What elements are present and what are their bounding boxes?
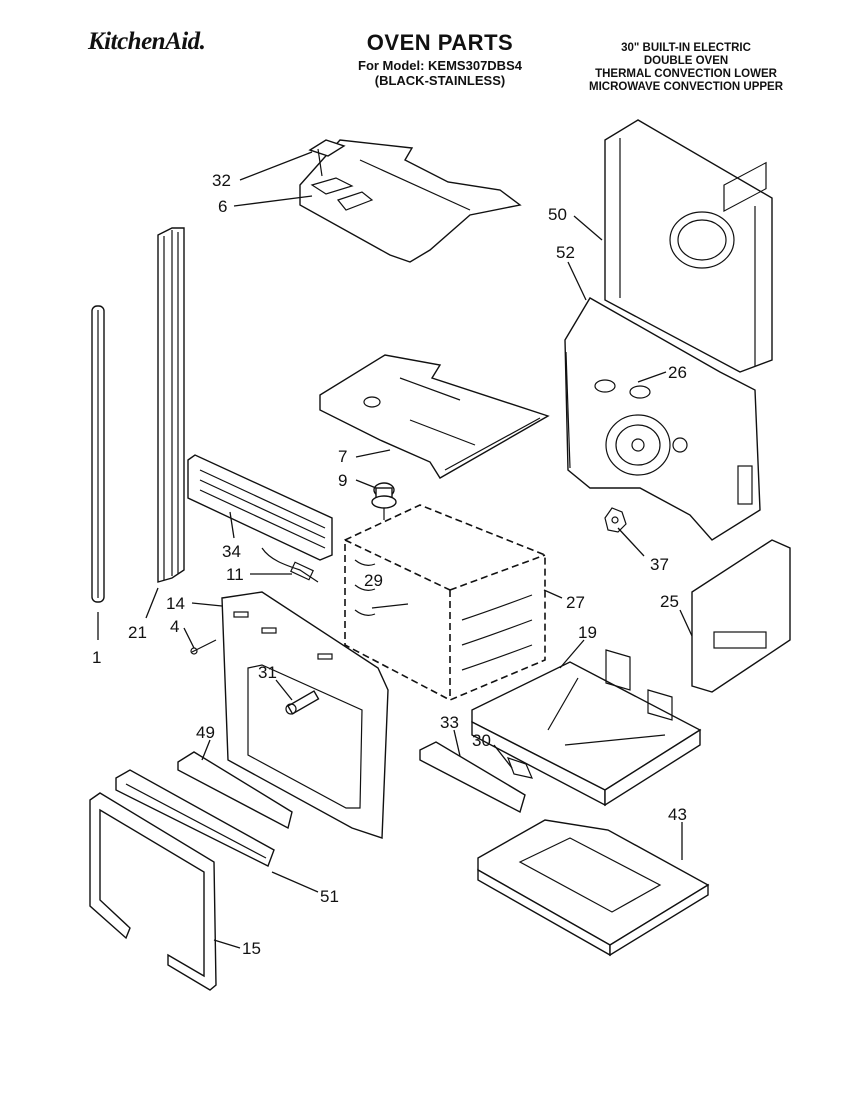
part-29-rod	[371, 603, 409, 609]
callout-51: 51	[320, 887, 339, 906]
part-25-control-panel	[691, 161, 791, 693]
part-1-gasket-strip	[91, 305, 105, 603]
part-21-side-trim	[157, 227, 185, 583]
leader-lines	[97, 151, 693, 949]
part-50-back-panel	[604, 119, 773, 373]
callout-9: 9	[338, 471, 347, 490]
callout-labels: 32 6 50 52 26 7 9 34 11 21 14 4 29 27 37…	[92, 171, 687, 958]
callout-4: 4	[170, 617, 179, 636]
part-30-clip	[506, 757, 534, 779]
part-7-upper-plate	[319, 354, 550, 479]
callout-21: 21	[128, 623, 147, 642]
callout-27: 27	[566, 593, 585, 612]
callout-25: 25	[660, 592, 679, 611]
part-9-knob	[371, 482, 397, 520]
product-description: 30" BUILT-IN ELECTRIC DOUBLE OVEN THERMA…	[570, 42, 802, 94]
part-19-lower-tray	[471, 649, 702, 807]
part-31-hinge	[285, 690, 320, 715]
callout-26: 26	[668, 363, 687, 382]
part-27-oven-cavity	[344, 504, 546, 701]
callout-32: 32	[212, 171, 231, 190]
part-33-lower-trim	[419, 741, 534, 814]
callout-43: 43	[668, 805, 687, 824]
part-26-back-plate	[564, 297, 761, 541]
callout-14: 14	[166, 594, 185, 613]
callout-30: 30	[472, 731, 491, 750]
callout-52: 52	[556, 243, 575, 262]
part-14-door-frame	[221, 591, 389, 839]
part-6-top-panel	[299, 139, 522, 263]
brand-logo: KitchenAid.	[88, 28, 206, 55]
callout-29: 29	[364, 571, 383, 590]
callout-50: 50	[548, 205, 567, 224]
callout-15: 15	[242, 939, 261, 958]
page-title: OVEN PARTS	[366, 30, 514, 55]
part-49-front-trim	[177, 751, 293, 830]
callout-49: 49	[196, 723, 215, 742]
callout-37: 37	[650, 555, 669, 574]
callout-7: 7	[338, 447, 347, 466]
part-51-door-strip	[115, 769, 275, 867]
description-line: THERMAL CONVECTION LOWER	[595, 68, 777, 80]
callout-6: 6	[218, 197, 227, 216]
finish-line: (BLACK-STAINLESS)	[374, 73, 506, 88]
callout-19: 19	[578, 623, 597, 642]
title-block: OVEN PARTS For Model: KEMS307DBS4 (BLACK…	[340, 30, 540, 88]
part-43-lower-pan	[477, 819, 710, 957]
description-line: 30" BUILT-IN ELECTRIC	[621, 42, 751, 54]
part-11-wire	[261, 547, 319, 583]
callout-11: 11	[226, 565, 244, 584]
description-line: DOUBLE OVEN	[643, 55, 729, 67]
part-15-door-gasket	[89, 792, 217, 991]
part-4-screw	[190, 639, 217, 655]
callout-31: 31	[258, 663, 277, 682]
callout-34: 34	[222, 542, 241, 561]
callout-1: 1	[92, 648, 101, 667]
description-line: MICROWAVE CONVECTION UPPER	[588, 81, 784, 93]
callout-33: 33	[440, 713, 459, 732]
part-34-grille	[187, 454, 333, 561]
part-37-bracket	[604, 507, 627, 533]
model-line: For Model: KEMS307DBS4	[358, 58, 522, 73]
